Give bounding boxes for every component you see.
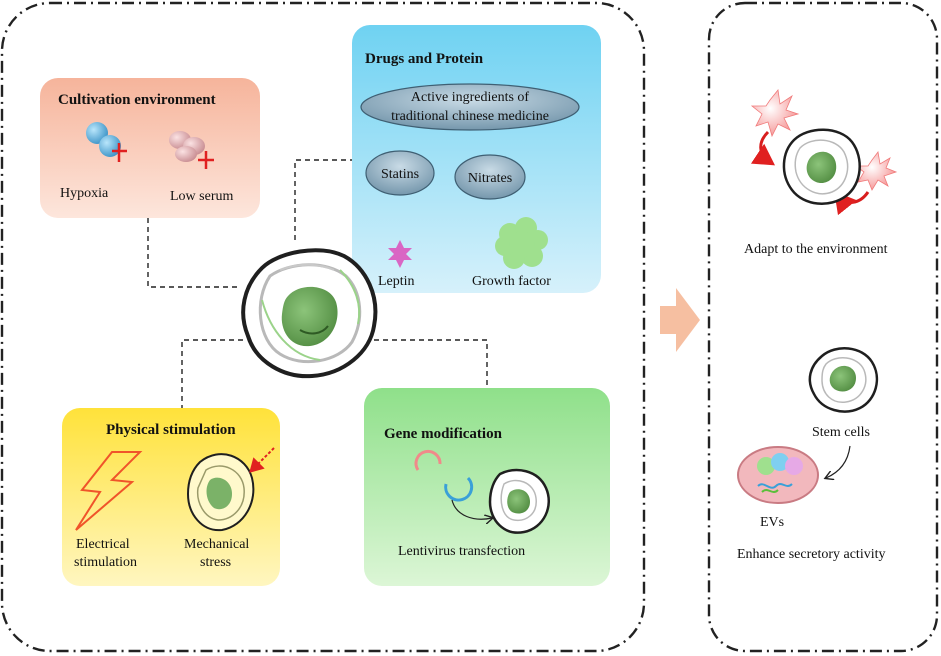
electrical-label-line2: stimulation [74, 555, 137, 570]
left-frame [0, 1, 646, 653]
plasmid-blue-icon [444, 476, 474, 502]
ev-icon [737, 446, 819, 504]
evs-label: EVs [760, 515, 784, 530]
growth-factor-label: Growth factor [472, 274, 551, 289]
nitrates-ellipse [454, 154, 526, 200]
tcm-label-line1: Active ingredients of [411, 90, 530, 105]
adapt-group: Adapt to the environment [744, 89, 898, 257]
secretory-group: Stem cells EVs Enhance secretory activit… [737, 347, 885, 562]
mechanical-label-line1: Mechanical [184, 537, 249, 552]
statins-ellipse [365, 150, 435, 196]
leptin-star-icon [388, 240, 412, 268]
enhance-label: Enhance secretory activity [737, 547, 885, 562]
right-frame [707, 1, 939, 653]
central-stem-cell-icon [241, 248, 378, 379]
leptin-label: Leptin [378, 274, 415, 289]
burst-icon-top [750, 89, 800, 138]
drugs-title: Drugs and Protein [365, 51, 484, 67]
nitrates-label: Nitrates [468, 171, 512, 186]
adapt-cell-icon [782, 128, 861, 205]
hypoxia-label: Hypoxia [60, 186, 109, 201]
transfected-cell-icon [488, 468, 551, 534]
electrical-label-line1: Electrical [76, 537, 130, 552]
gene-panel: Gene modification Lentivirus transfectio… [364, 388, 610, 586]
gene-title: Gene modification [384, 426, 503, 442]
plasmid-red-icon [414, 449, 442, 471]
drugs-panel: Drugs and Protein Active ingredients of … [352, 25, 601, 293]
curved-arrow-left [750, 130, 775, 166]
transition-arrow [660, 288, 700, 352]
burst-icon-bottom [854, 151, 898, 191]
cultivation-panel: Cultivation environment Hypoxia Low seru… [40, 78, 260, 218]
lentivirus-label: Lentivirus transfection [398, 544, 525, 559]
tcm-label-line2: traditional chinese medicine [391, 109, 549, 124]
stem-cells-label: Stem cells [812, 425, 870, 440]
growth-factor-icon [495, 217, 548, 269]
tcm-ellipse [360, 83, 580, 131]
lightning-icon [75, 451, 143, 531]
secretion-arrow [826, 445, 851, 478]
mechanical-stress-cell-icon [186, 447, 275, 532]
connectors [147, 159, 488, 410]
stem-cell-small-icon [808, 347, 879, 413]
low-serum-icon [169, 131, 214, 169]
hypoxia-icon [86, 122, 127, 162]
adapt-label: Adapt to the environment [744, 242, 888, 257]
physical-panel: Physical stimulation Electrical stimulat… [62, 408, 280, 586]
mechanical-label-line2: stress [200, 555, 231, 570]
low-serum-label: Low serum [170, 189, 233, 204]
transfection-arrow [451, 499, 492, 519]
physical-title: Physical stimulation [106, 422, 236, 438]
statins-label: Statins [381, 167, 419, 182]
cultivation-title: Cultivation environment [58, 92, 216, 108]
